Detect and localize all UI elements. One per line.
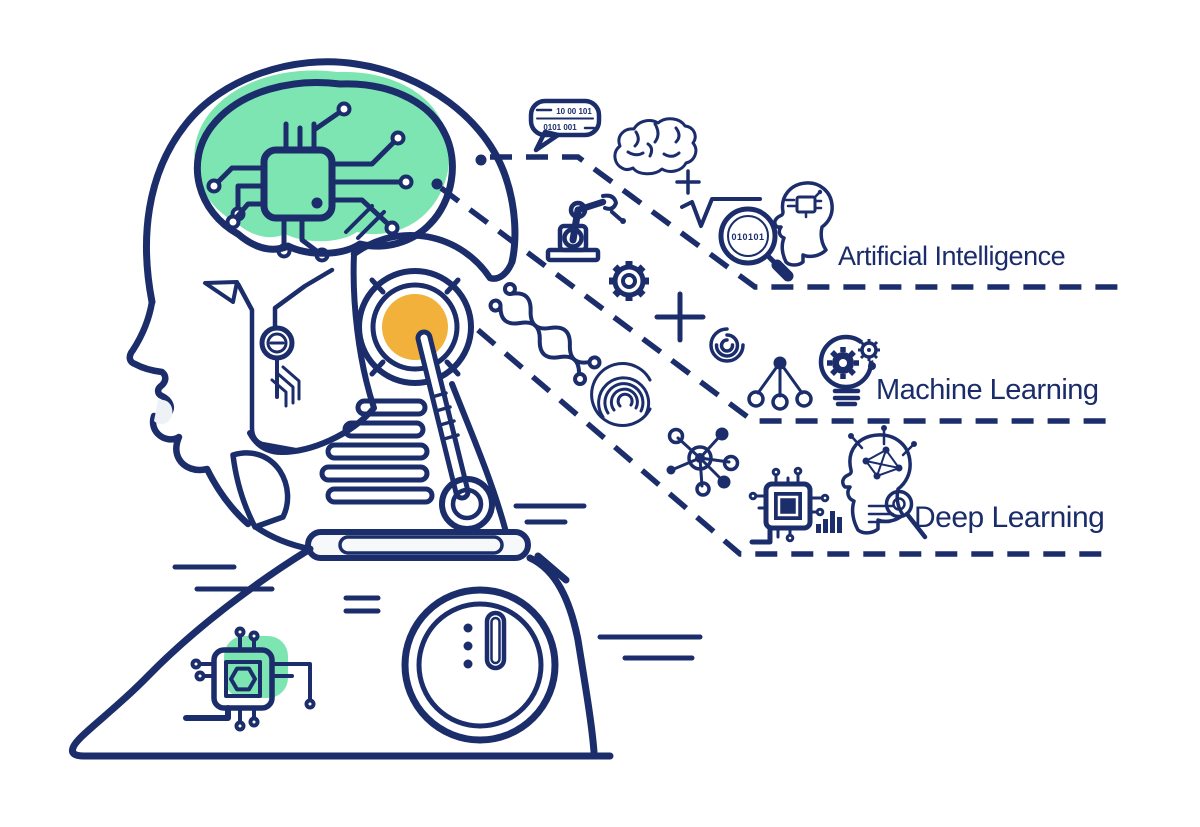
port-pill — [484, 610, 507, 671]
label-deep-learning: Deep Learning — [914, 501, 1105, 534]
connector-dot-skull — [475, 154, 487, 166]
helmet-arc — [350, 232, 516, 282]
ai-connector — [490, 154, 1122, 290]
eyebrow-triangle — [203, 280, 239, 304]
head-neural-icon — [841, 425, 928, 540]
lightbulb-gears-icon — [818, 334, 880, 407]
brain-icon — [613, 117, 698, 176]
big-gear — [827, 347, 859, 379]
face-profile — [126, 298, 252, 528]
hexagon — [229, 666, 257, 692]
neck-back-line — [449, 381, 509, 535]
bar-chart-icon — [816, 511, 842, 533]
dl-connector — [476, 327, 1106, 557]
bubble-line2: 0101 001 — [543, 123, 577, 132]
brain-outline — [193, 79, 456, 257]
spiral-icon — [709, 327, 745, 363]
plus-large-icon — [654, 291, 706, 343]
bubble-line1: 10 00 101 — [556, 107, 592, 116]
ear-orange-core — [382, 294, 448, 360]
dna-icon — [488, 281, 602, 387]
robot-head-group — [69, 58, 703, 760]
torso-left-outline — [69, 545, 614, 760]
magnifier-binary-text: 010101 — [731, 232, 764, 242]
ear-assembly — [356, 268, 474, 386]
speed-lines — [172, 503, 703, 661]
robot-arm-icon — [545, 193, 626, 263]
helmet-seam — [247, 251, 377, 455]
shoulder-outline — [526, 554, 598, 756]
connector-dot-brain — [431, 178, 443, 190]
neck-front-line — [253, 524, 313, 552]
collar-bar — [305, 529, 531, 561]
label-machine-learning: Machine Learning — [876, 374, 1099, 406]
shoulder-circle — [401, 586, 559, 744]
square-root-icon — [680, 197, 762, 228]
brain-chip — [260, 146, 336, 222]
plus-small-icon — [675, 169, 701, 195]
tree-diagram-icon — [747, 356, 813, 411]
lips-shade — [154, 399, 173, 425]
skull-outline — [142, 58, 519, 306]
label-artificial-intelligence: Artificial Intelligence — [838, 241, 1066, 271]
speech-bubble-binary-icon: 10 00 101 0101 001 — [528, 98, 602, 153]
cheek-circuit — [235, 267, 335, 453]
ml-connector — [439, 185, 1114, 424]
chest-chip — [183, 626, 316, 732]
gear-icon — [609, 261, 649, 301]
brain-blob — [194, 70, 450, 242]
head-chip-icon — [773, 181, 834, 267]
binary-magnifier-icon: 010101 — [718, 206, 794, 282]
microchip-icon — [748, 466, 830, 545]
network-hub-icon — [666, 427, 740, 497]
connector-lines — [431, 154, 1122, 557]
chin-guard — [230, 450, 291, 530]
neck-ribs — [319, 398, 435, 505]
fingerprint-icon — [590, 362, 652, 427]
